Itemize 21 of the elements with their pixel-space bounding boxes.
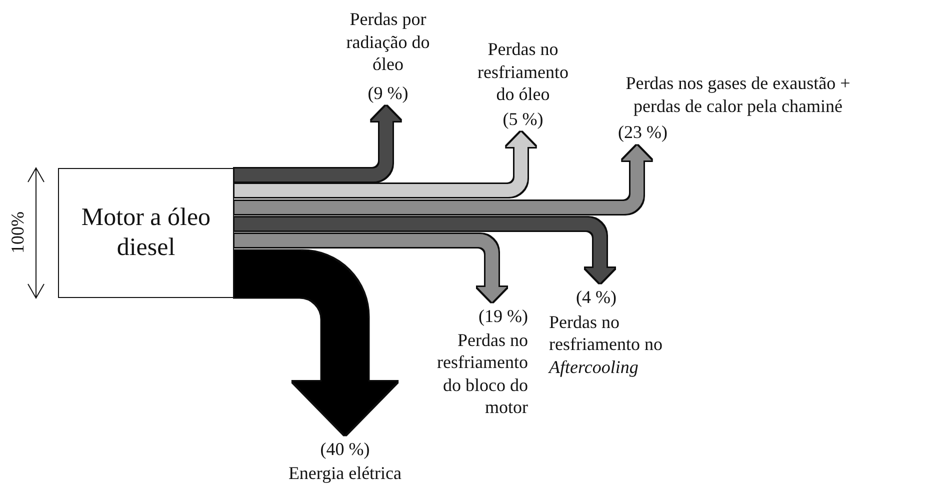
process-box: [58, 168, 234, 298]
flow-label: Perdas nos gases de exaustão + perdas de calor pela chaminé: [624, 72, 852, 117]
flow-arrow: [234, 234, 507, 302]
percentage-label: (4 %): [575, 286, 618, 308]
percentage-label: (19 %): [478, 305, 528, 328]
flow-arrow: [234, 218, 615, 283]
percentage-label: (40 %): [319, 438, 371, 460]
flow-label: Energia elétrica: [287, 462, 403, 484]
flow-label: Perdas no resfriamento do óleo: [476, 38, 570, 106]
dimension-label: 100%: [8, 210, 28, 254]
flow-label: Perdas no resfriamento no Aftercooling: [549, 310, 664, 378]
flow-arrow: [234, 146, 652, 214]
flow-arrow: [234, 106, 401, 182]
percentage-label: (9 %): [366, 82, 410, 104]
flow-arrow: [234, 250, 398, 435]
percentage-label: (23 %): [618, 121, 668, 144]
flow-label: Perdas no resfriamento do bloco do motor: [436, 328, 528, 418]
percentage-label: (5 %): [502, 108, 544, 130]
box-label: Motor a óleo diesel: [81, 203, 211, 263]
flow-label: Perdas por radiação do óleo: [345, 8, 431, 76]
flow-arrow: [234, 132, 536, 197]
